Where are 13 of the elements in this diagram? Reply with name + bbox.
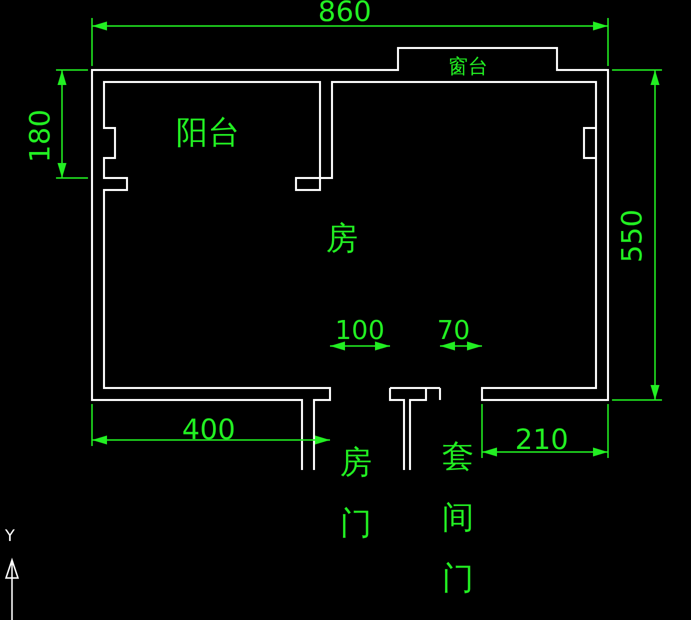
dimension-value: 550 — [618, 209, 647, 263]
room-label: 房 — [326, 222, 358, 254]
dimension-value: 70 — [437, 318, 470, 344]
dimension-value: 860 — [318, 0, 372, 26]
dimension-value: 100 — [335, 318, 385, 344]
room-label: 窗台 — [448, 56, 488, 76]
door-label: 套间门 — [442, 436, 474, 599]
door-label: 房门 — [340, 442, 372, 544]
dimension-value: 180 — [26, 109, 55, 163]
axis-label: Y — [5, 528, 15, 544]
dimension-value: 210 — [515, 426, 568, 454]
dimension-value: 400 — [182, 416, 236, 444]
room-label: 阳台 — [176, 116, 240, 148]
